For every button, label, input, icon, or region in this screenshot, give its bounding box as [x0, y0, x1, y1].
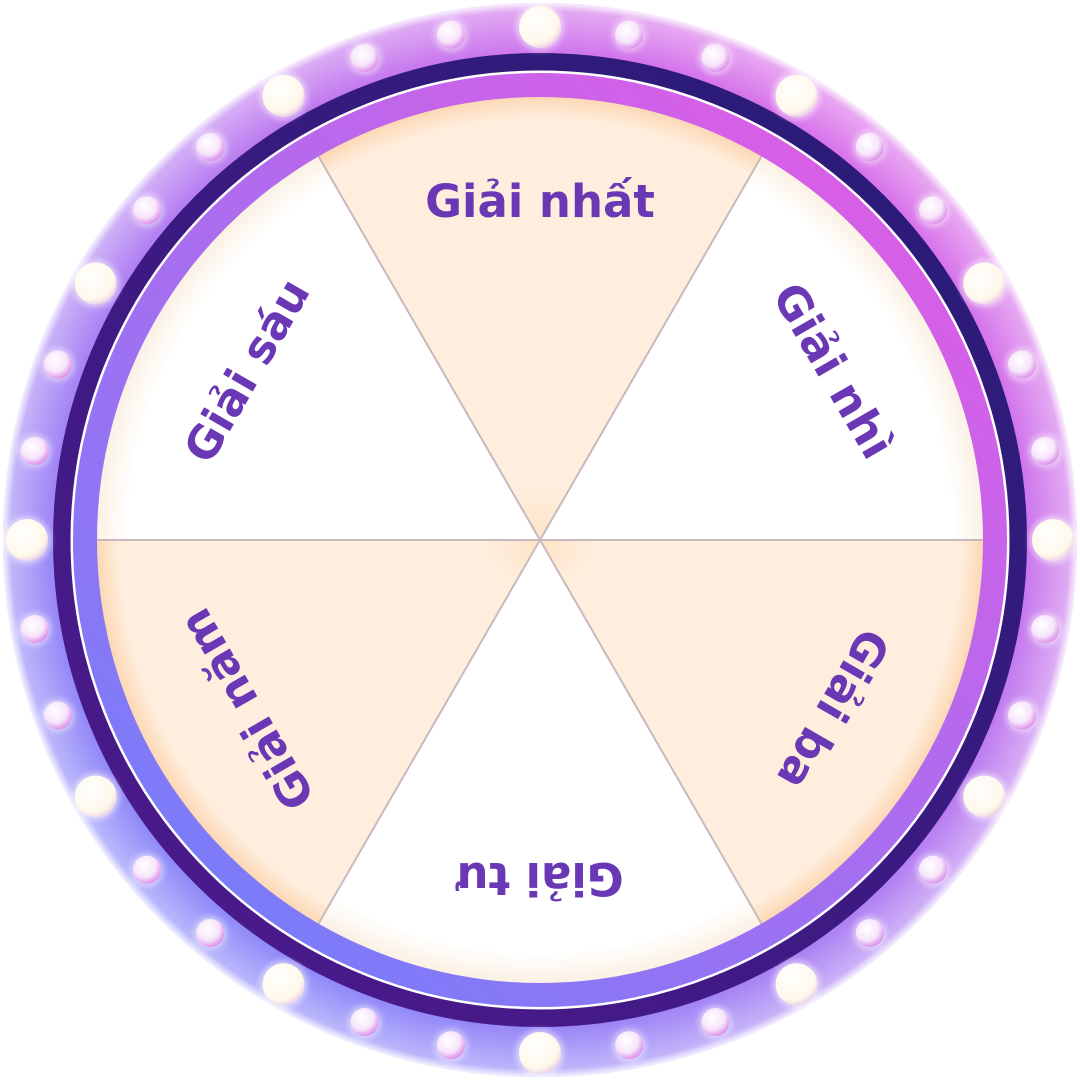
large-light [6, 519, 48, 561]
white-rim-line [70, 70, 1010, 1010]
small-light [855, 918, 884, 947]
segment-divider [317, 539, 541, 925]
segment-dividers [97, 155, 983, 925]
large-light [262, 963, 305, 1006]
large-light [775, 963, 818, 1006]
small-light [43, 701, 72, 730]
large-light [74, 775, 117, 818]
large-light [963, 262, 1006, 305]
large-light [519, 6, 561, 48]
small-light [133, 196, 162, 225]
small-light [196, 133, 225, 162]
small-light [436, 1031, 465, 1060]
small-light [615, 20, 644, 49]
wheel-segment[interactable] [318, 540, 762, 983]
segment-label: Giải tư [455, 852, 623, 905]
small-light [701, 1008, 730, 1037]
small-light [615, 1031, 644, 1060]
rim-lights [3, 3, 1077, 1077]
small-light [1031, 436, 1060, 465]
wheel-segment[interactable] [540, 156, 983, 540]
segment-divider [539, 539, 763, 925]
wheel-segment[interactable] [97, 156, 540, 540]
large-light [963, 775, 1006, 818]
wheel-segment[interactable] [318, 96, 762, 541]
small-light [350, 43, 379, 72]
small-light [1008, 701, 1037, 730]
small-light [701, 43, 730, 72]
large-light [775, 74, 818, 117]
large-light [1032, 519, 1074, 561]
wheel-segments[interactable] [97, 96, 983, 983]
small-light [918, 855, 947, 884]
small-light [43, 350, 72, 379]
inner-rim-band [73, 73, 1007, 1007]
segment-divider [317, 155, 541, 541]
small-light [20, 436, 49, 465]
wheel-segment[interactable] [97, 540, 540, 924]
small-light [20, 615, 49, 644]
large-light [74, 262, 117, 305]
small-light [436, 20, 465, 49]
small-light [1008, 350, 1037, 379]
small-light [196, 918, 225, 947]
small-light [918, 196, 947, 225]
large-light [519, 1032, 561, 1074]
wheel-segment[interactable] [540, 540, 983, 924]
large-light [262, 74, 305, 117]
segment-divider [539, 155, 763, 541]
small-light [855, 133, 884, 162]
small-light [350, 1008, 379, 1037]
small-light [1031, 615, 1060, 644]
small-light [133, 855, 162, 884]
segment-label: Giải nhất [425, 175, 655, 228]
dark-rim-ring [53, 53, 1027, 1027]
